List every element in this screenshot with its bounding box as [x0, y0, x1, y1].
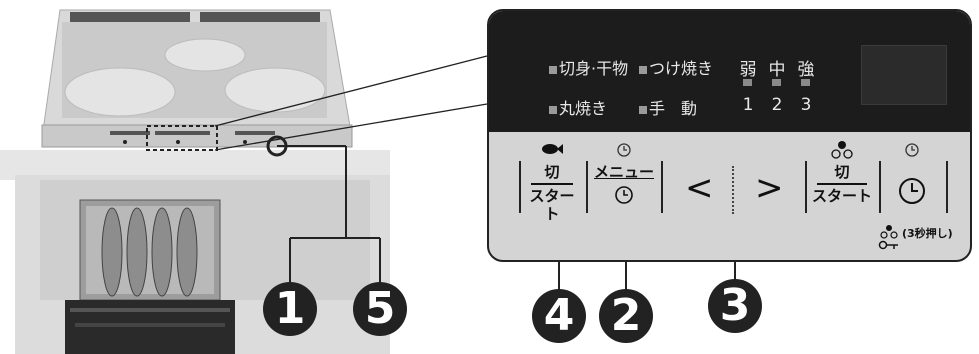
lock-icon — [878, 225, 898, 250]
divider — [519, 161, 521, 213]
callout-5: 5 — [353, 282, 407, 336]
display-area: 切身·干物 つけ焼き 丸焼き 手 動 弱 中 強 1 2 3 — [489, 11, 970, 132]
burner-right — [224, 67, 326, 113]
fish-group — [101, 207, 198, 297]
highlight-box — [146, 125, 218, 151]
timer-lcd — [861, 45, 947, 105]
right-arrow-button[interactable]: > — [755, 168, 784, 208]
callout-1: 1 — [263, 282, 317, 336]
burner-left — [64, 67, 176, 117]
mode-cut-dried: 切身·干物 — [549, 55, 628, 79]
callout-2: 2 — [599, 289, 653, 343]
burner-dots-icon — [831, 141, 853, 159]
divider — [946, 161, 948, 213]
level-strong-label: 強 — [797, 60, 815, 80]
burner-center — [164, 38, 246, 72]
left-arrow-button[interactable]: < — [685, 168, 714, 208]
start-label-top: 切 — [544, 163, 560, 181]
divider — [805, 161, 807, 213]
level-3-label: 3 — [800, 95, 812, 115]
level-indicator-3 — [801, 79, 810, 86]
main-start-label-bottom: スタート — [811, 187, 872, 205]
mode-manual: 手 動 — [639, 95, 697, 119]
start-label-bottom: スタート — [529, 187, 575, 223]
timer-small-icon — [905, 143, 919, 157]
callout-4: 4 — [532, 289, 586, 343]
fish-icon — [542, 144, 563, 154]
main-start-button[interactable]: 切 スタート — [811, 163, 873, 205]
divider — [661, 161, 663, 213]
arrow-divider — [732, 166, 734, 214]
control-strip — [41, 124, 353, 148]
level-weak-label: 弱 — [739, 60, 757, 80]
lock-hold-label: (3秒押し) — [902, 227, 953, 240]
level-indicator-1 — [743, 79, 752, 86]
timer-button[interactable] — [897, 176, 927, 206]
level-indicator-2 — [772, 79, 781, 86]
level-1-label: 1 — [742, 95, 754, 115]
timer-small-icon — [617, 143, 631, 157]
level-2-label: 2 — [771, 95, 783, 115]
mode-glazed: つけ焼き — [639, 55, 713, 79]
control-panel-zoom: 切身·干物 つけ焼き 丸焼き 手 動 弱 中 強 1 2 3 切 スタート メニ… — [487, 9, 972, 262]
level-mid-label: 中 — [768, 60, 786, 80]
divider — [879, 161, 881, 213]
callout-3: 3 — [708, 279, 762, 333]
mode-whole: 丸焼き — [549, 95, 607, 119]
main-start-label-top: 切 — [834, 163, 850, 181]
grill-start-button[interactable]: 切 スタート — [525, 163, 579, 223]
menu-button[interactable]: メニュー — [592, 163, 656, 209]
divider — [586, 161, 588, 213]
clock-icon — [615, 186, 633, 204]
menu-label: メニュー — [593, 163, 654, 181]
